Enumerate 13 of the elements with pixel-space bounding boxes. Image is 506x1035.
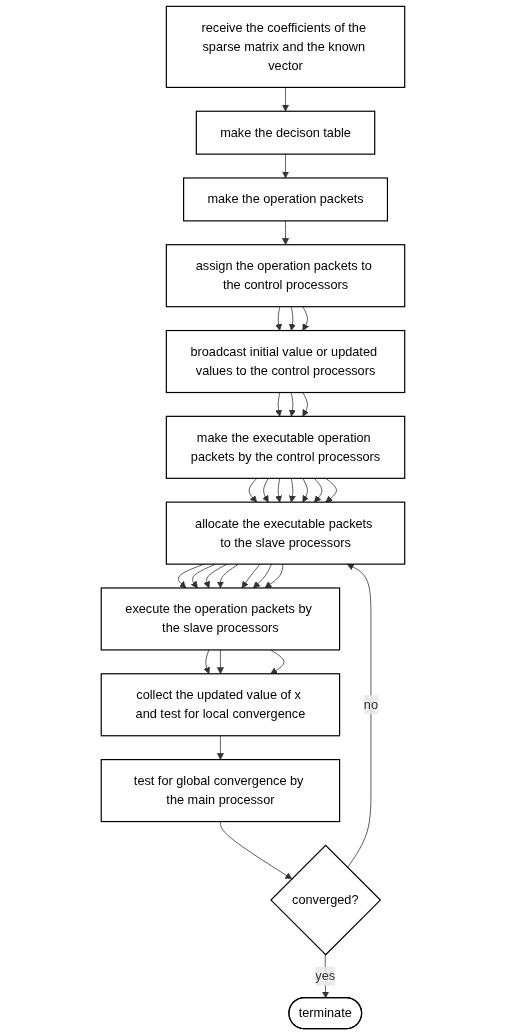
node-box: make the decison table [195, 110, 376, 155]
node-box: execute the operation packets by the slave processors [100, 587, 341, 651]
edge-label: yes [315, 969, 336, 983]
node-box: make the operation packets [183, 177, 389, 222]
node-box: allocate the executable packets to the slave processors [165, 501, 406, 565]
edge-label: no [363, 697, 379, 712]
node-box: broadcast initial value or updated values to the control processors [165, 329, 406, 394]
node-box: make the executable operation packets by the control processors [165, 415, 406, 479]
node-diamond: converged? [270, 844, 382, 956]
node-box: assign the operation packets to the control processors [165, 244, 406, 308]
node-box: test for global convergence by the main processor [100, 759, 341, 823]
node-box: collect the updated value of x and test for local convergence [100, 673, 341, 737]
node-box: receive the coefficients of the sparse matrix and the known vector [165, 5, 406, 88]
